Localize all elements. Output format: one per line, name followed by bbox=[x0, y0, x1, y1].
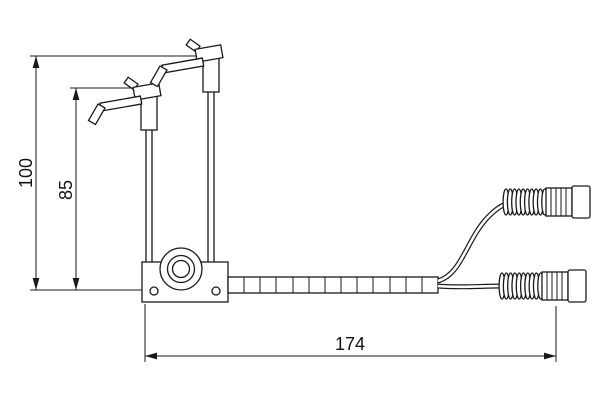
arrowhead-down bbox=[72, 278, 80, 290]
lower-plug-connector bbox=[498, 269, 587, 303]
sensor-cable-left bbox=[145, 127, 153, 265]
wire-to-upper-connector bbox=[437, 201, 507, 284]
wear-sensor-clip-upper bbox=[149, 38, 224, 93]
arrowhead-up bbox=[32, 56, 40, 68]
grommet-inner-ring bbox=[171, 259, 191, 279]
arrowhead-up bbox=[72, 88, 80, 100]
sensor-cable-right bbox=[207, 89, 215, 265]
dimension-total-height: 100 bbox=[16, 55, 207, 291]
dimension-overall-length: 174 bbox=[144, 304, 557, 362]
sensor-assembly bbox=[87, 38, 591, 303]
wire-to-lower-connector bbox=[437, 283, 504, 290]
dimension-label-total-height: 100 bbox=[16, 158, 36, 188]
cable-conduit bbox=[227, 276, 439, 294]
bracket-hole-right bbox=[211, 286, 221, 296]
dimension-label-overall-length: 174 bbox=[335, 334, 365, 354]
dimension-label-clip-height: 85 bbox=[56, 180, 76, 200]
arrowhead-down bbox=[32, 278, 40, 290]
wear-sensor-clip-lower bbox=[87, 76, 162, 131]
bracket-hole-left bbox=[149, 286, 159, 296]
upper-plug-connector bbox=[502, 185, 591, 219]
dimension-clip-height: 85 bbox=[56, 87, 140, 290]
arrowhead-right bbox=[544, 352, 556, 360]
arrowhead-left bbox=[145, 352, 157, 360]
